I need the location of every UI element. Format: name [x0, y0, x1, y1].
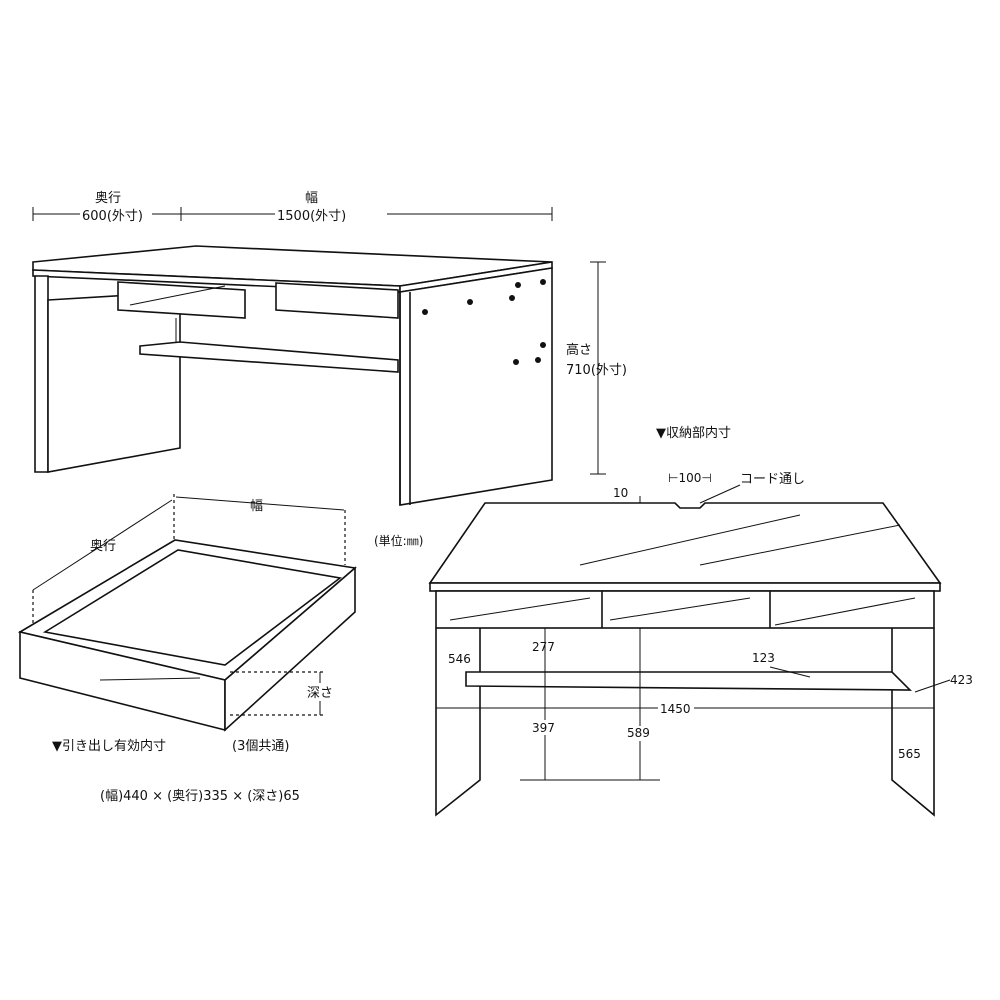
drawer-common-note: (3個共通)	[232, 739, 289, 754]
drawer-title: ▼引き出し有効内寸	[52, 738, 166, 754]
drawer-deep-label: 深さ	[307, 686, 333, 701]
dim-565: 565	[898, 747, 921, 761]
drawer-depth-label: 奥行	[90, 539, 116, 554]
dim-589: 589	[627, 726, 650, 740]
notch-depth: 10	[613, 486, 628, 500]
unit-note: (単位:㎜)	[374, 533, 423, 548]
depth-value: 600(外寸)	[82, 209, 143, 224]
dim-277: 277	[532, 640, 555, 654]
width-label: 幅	[305, 191, 318, 206]
depth-label: 奥行	[95, 191, 121, 206]
height-value: 710(外寸)	[566, 363, 627, 378]
dim-397: 397	[532, 721, 555, 735]
width-value: 1500(外寸)	[277, 209, 346, 224]
drawer-width-label: 幅	[250, 499, 263, 514]
storage-title: ▼収納部内寸	[656, 425, 731, 441]
height-label: 高さ	[566, 342, 592, 358]
dim-1450: 1450	[660, 702, 691, 716]
drawer-perspective	[17, 494, 357, 732]
cord-label: コード通し	[740, 472, 805, 487]
drawer-dimensions: (幅)440 × (奥行)335 × (深さ)65	[100, 789, 300, 804]
dim-423: 423	[950, 673, 973, 687]
notch-width: ⊢100⊣	[668, 471, 712, 485]
dim-546: 546	[448, 652, 471, 666]
storage-front-view	[428, 484, 951, 817]
desk-perspective	[32, 245, 553, 506]
dim-123: 123	[752, 651, 775, 665]
